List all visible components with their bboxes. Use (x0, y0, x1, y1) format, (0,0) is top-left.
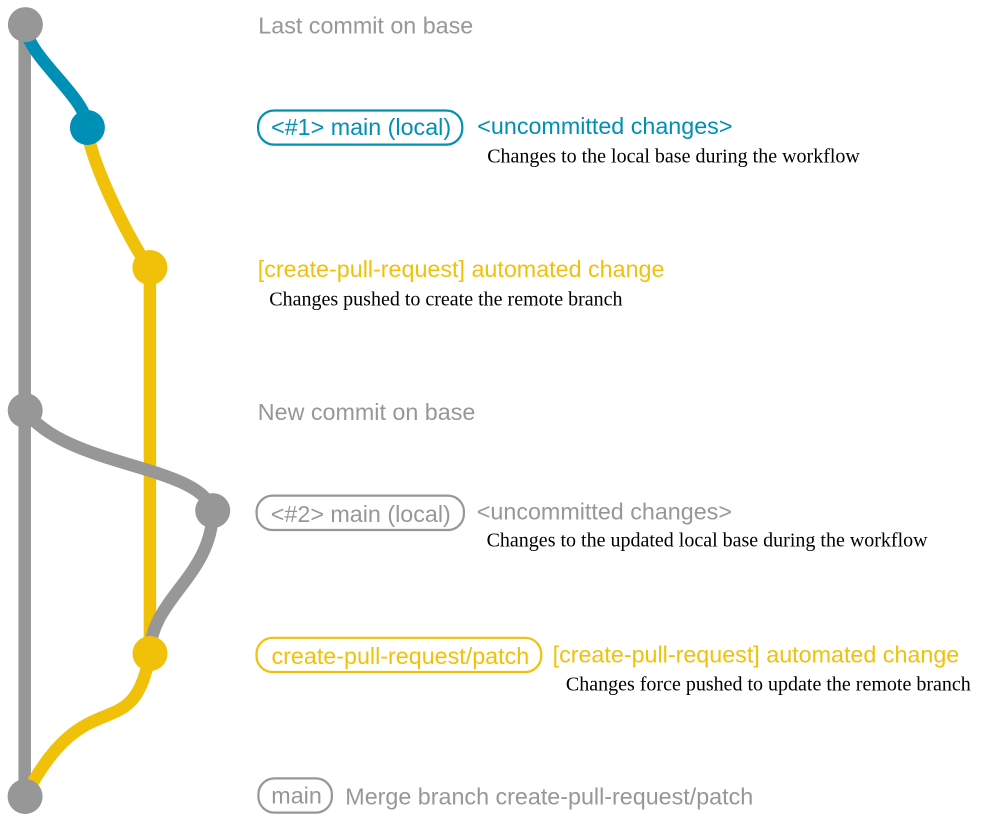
svg-text:Changes pushed to create the r: Changes pushed to create the remote bran… (269, 288, 622, 310)
svg-text:<#1> main (local): <#1> main (local) (271, 114, 451, 140)
svg-text:Changes to the updated local b: Changes to the updated local base during… (487, 530, 929, 552)
svg-text:Changes to the local base duri: Changes to the local base during the wor… (487, 145, 860, 167)
svg-text:Last commit on base: Last commit on base (258, 13, 473, 39)
svg-text:create-pull-request/patch: create-pull-request/patch (272, 643, 530, 669)
svg-text:main: main (271, 782, 322, 808)
svg-text:[create-pull-request] automate: [create-pull-request] automated change (553, 642, 960, 668)
svg-text:[create-pull-request] automate: [create-pull-request] automated change (258, 256, 665, 282)
svg-text:<#2> main (local): <#2> main (local) (271, 501, 451, 527)
svg-text:Changes force pushed to update: Changes force pushed to update the remot… (566, 674, 971, 696)
svg-text:<uncommitted changes>: <uncommitted changes> (477, 499, 732, 525)
svg-text:Merge branch create-pull-reque: Merge branch create-pull-request/patch (345, 784, 753, 810)
svg-text:<uncommitted changes>: <uncommitted changes> (477, 113, 732, 139)
svg-text:New commit on base: New commit on base (258, 399, 476, 425)
